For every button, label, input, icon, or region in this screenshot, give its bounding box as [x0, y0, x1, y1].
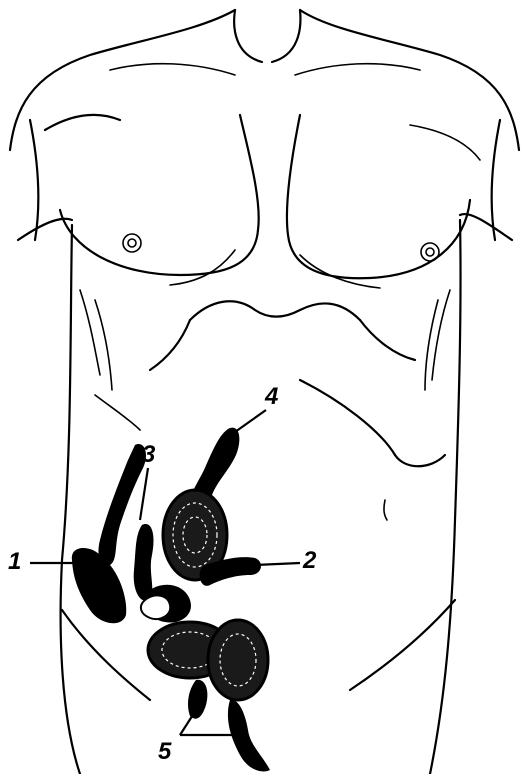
lesion-cluster	[72, 428, 270, 772]
label-2: 2	[303, 549, 316, 573]
chest	[45, 115, 480, 288]
label-1: 1	[8, 550, 21, 574]
lesion-5	[188, 680, 207, 719]
nipple-left	[123, 234, 141, 252]
label-3: 3	[142, 443, 155, 467]
nipple-right	[421, 243, 439, 261]
label-5: 5	[158, 740, 171, 764]
lesion-1	[72, 548, 126, 623]
label-4: 4	[265, 385, 278, 409]
